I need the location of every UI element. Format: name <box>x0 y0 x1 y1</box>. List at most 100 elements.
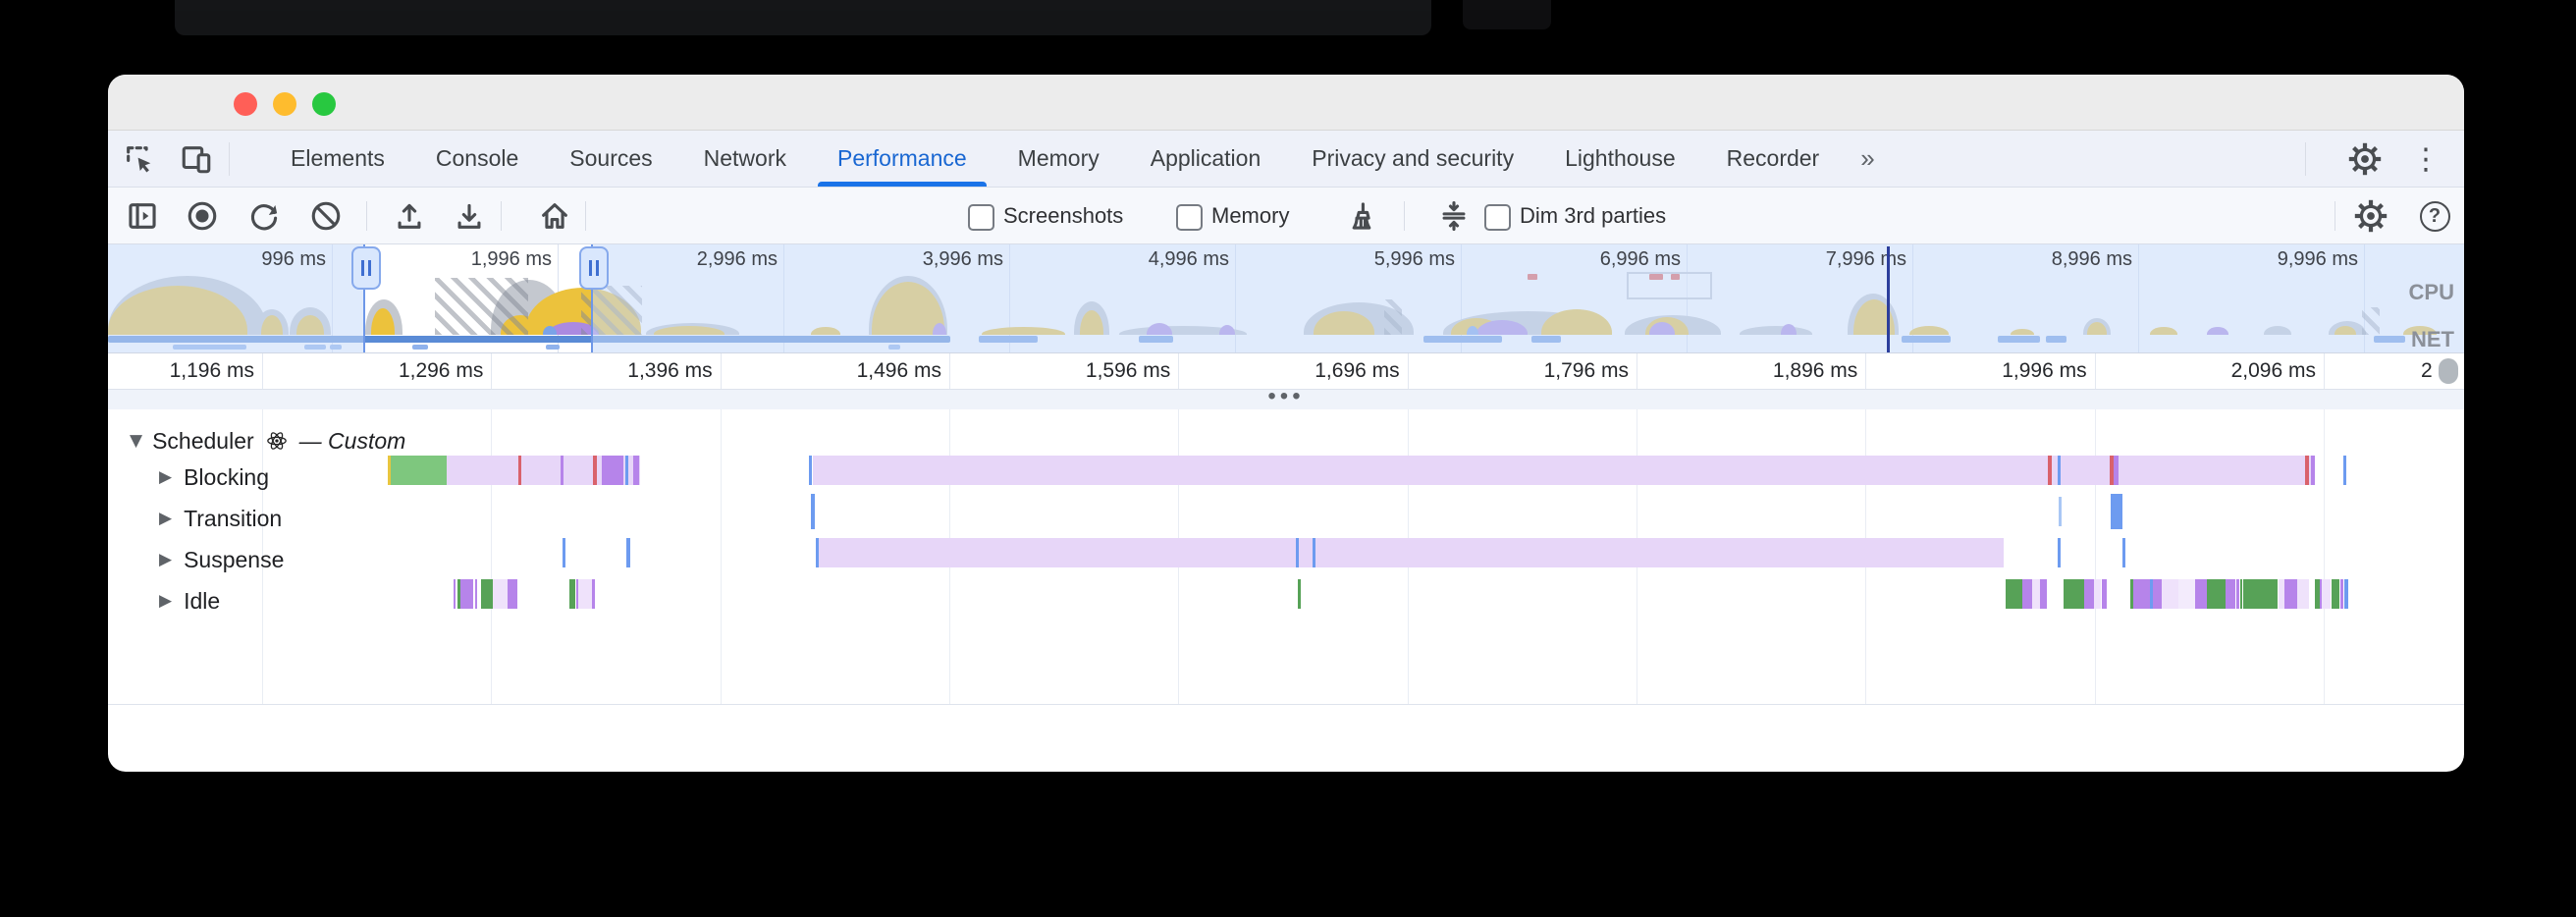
timeline-playhead[interactable] <box>1887 246 1890 352</box>
track-segment-idle[interactable] <box>576 579 578 609</box>
track-segment-idle[interactable] <box>460 579 473 609</box>
tab-memory[interactable]: Memory <box>1017 145 1100 171</box>
track-segment-idle[interactable] <box>2284 579 2297 609</box>
selection-handle-line-right[interactable] <box>591 244 593 352</box>
track-segment-blocking[interactable] <box>809 456 812 485</box>
help-icon[interactable]: ? <box>2413 194 2456 238</box>
garbage-collect-brush-icon[interactable] <box>1340 194 1383 238</box>
tab-elements[interactable]: Elements <box>291 145 385 171</box>
track-segment-blocking[interactable] <box>602 456 623 485</box>
track-segment-idle[interactable] <box>2320 579 2322 609</box>
tab-application[interactable]: Application <box>1150 145 1261 171</box>
close-button[interactable] <box>234 92 257 116</box>
minimize-button[interactable] <box>273 92 296 116</box>
track-segment-blocking[interactable] <box>2058 456 2061 485</box>
track-segment-blocking[interactable] <box>593 456 597 485</box>
track-segment-idle[interactable] <box>2226 579 2235 609</box>
devtools-menu-icon[interactable]: ⋮ <box>2411 141 2441 177</box>
devtools-settings-gear-icon[interactable] <box>2343 137 2387 181</box>
track-segment-idle[interactable] <box>2178 579 2195 609</box>
track-segment-idle[interactable] <box>2322 579 2331 609</box>
capture-settings-gear-icon[interactable] <box>2349 194 2392 238</box>
track-header-scheduler[interactable]: ▼Scheduler — Custom <box>130 426 405 456</box>
expand-arrow-icon[interactable]: ▶ <box>159 467 173 487</box>
track-segment-idle[interactable] <box>2243 579 2278 609</box>
track-segment-blocking[interactable] <box>2114 456 2119 485</box>
download-profile-icon[interactable] <box>448 194 491 238</box>
track-segment-idle[interactable] <box>2006 579 2022 609</box>
track-segment-idle[interactable] <box>454 579 456 609</box>
window-titlebar[interactable] <box>108 75 2464 131</box>
zoom-button[interactable] <box>312 92 336 116</box>
expand-arrow-icon[interactable]: ▶ <box>159 550 173 569</box>
track-row-label-idle[interactable]: ▶Idle <box>159 586 220 616</box>
memory-checkbox[interactable] <box>1176 204 1203 231</box>
track-segment-blocking[interactable] <box>561 456 564 485</box>
track-row-label-transition[interactable]: ▶Transition <box>159 504 282 533</box>
expand-arrow-icon[interactable]: ▶ <box>159 591 173 611</box>
track-segment-transition[interactable] <box>811 494 815 529</box>
clear-button[interactable] <box>304 194 348 238</box>
track-segment-idle[interactable] <box>578 579 592 609</box>
track-segment-idle[interactable] <box>2240 579 2242 609</box>
tab-sources[interactable]: Sources <box>569 145 653 171</box>
more-tabs-chevron-icon[interactable]: » <box>1860 143 1875 173</box>
home-live-metrics-icon[interactable] <box>533 194 576 238</box>
tab-performance[interactable]: Performance <box>812 131 993 187</box>
track-segment-idle[interactable] <box>2032 579 2040 609</box>
tab-lighthouse[interactable]: Lighthouse <box>1565 145 1676 171</box>
track-segment-idle[interactable] <box>457 579 460 609</box>
track-segment-idle[interactable] <box>2130 579 2133 609</box>
track-segment-idle[interactable] <box>569 579 575 609</box>
record-button[interactable] <box>181 194 224 238</box>
track-segment-idle[interactable] <box>481 579 493 609</box>
track-segment-idle[interactable] <box>2195 579 2207 609</box>
screenshots-checkbox[interactable] <box>968 204 994 231</box>
track-segment-idle[interactable] <box>2344 579 2348 609</box>
track-segment-blocking[interactable] <box>2311 456 2315 485</box>
tab-privacy-and-security[interactable]: Privacy and security <box>1312 145 1515 171</box>
track-segment-idle[interactable] <box>508 579 517 609</box>
track-segment-idle[interactable] <box>2315 579 2320 609</box>
track-segment-idle[interactable] <box>592 579 595 609</box>
track-segment-idle[interactable] <box>2340 579 2343 609</box>
track-segment-idle[interactable] <box>2022 579 2032 609</box>
toggle-sidebar-icon[interactable] <box>121 194 164 238</box>
track-segment-blocking[interactable] <box>2110 456 2114 485</box>
track-segment-idle[interactable] <box>493 579 508 609</box>
track-segment-idle[interactable] <box>2236 579 2239 609</box>
dim-3rd-parties-checkbox[interactable] <box>1484 204 1511 231</box>
track-segment-idle[interactable] <box>2040 579 2047 609</box>
tab-recorder[interactable]: Recorder <box>1726 145 1820 171</box>
inspect-element-button[interactable] <box>118 137 161 181</box>
track-segment-idle[interactable] <box>2133 579 2150 609</box>
track-segment-blocking[interactable] <box>391 456 447 485</box>
reload-record-button[interactable] <box>242 194 286 238</box>
track-segment-blocking[interactable] <box>633 456 639 485</box>
selection-handle-right[interactable] <box>579 246 609 290</box>
upload-profile-icon[interactable] <box>388 194 431 238</box>
track-segment-blocking[interactable] <box>2305 456 2309 485</box>
track-segment-suspense[interactable] <box>626 538 630 567</box>
track-segment-idle[interactable] <box>2064 579 2084 609</box>
splitter-grip-dots[interactable]: ••• <box>1267 383 1305 409</box>
track-segment-idle[interactable] <box>475 579 477 609</box>
track-segment-idle[interactable] <box>1298 579 1301 609</box>
track-segment-idle[interactable] <box>2162 579 2178 609</box>
track-segment-suspense[interactable] <box>816 538 819 567</box>
selection-handle-line-left[interactable] <box>363 244 365 352</box>
track-segment-blocking[interactable] <box>518 456 521 485</box>
track-segment-suspense[interactable] <box>1313 538 1315 567</box>
device-toolbar-button[interactable] <box>175 137 218 181</box>
track-segment-idle[interactable] <box>2297 579 2309 609</box>
track-segment-suspense[interactable] <box>819 538 2004 567</box>
track-segment-suspense[interactable] <box>1296 538 1299 567</box>
collapse-arrow-icon[interactable]: ▼ <box>130 431 143 451</box>
track-segment-idle[interactable] <box>2102 579 2107 609</box>
track-segment-suspense[interactable] <box>563 538 565 567</box>
track-segment-suspense[interactable] <box>2122 538 2125 567</box>
track-segment-idle[interactable] <box>2094 579 2101 609</box>
track-segment-transition[interactable] <box>2111 494 2122 529</box>
track-area[interactable]: ▼Scheduler — Custom▶Blocking▶Transition▶… <box>108 409 2464 704</box>
